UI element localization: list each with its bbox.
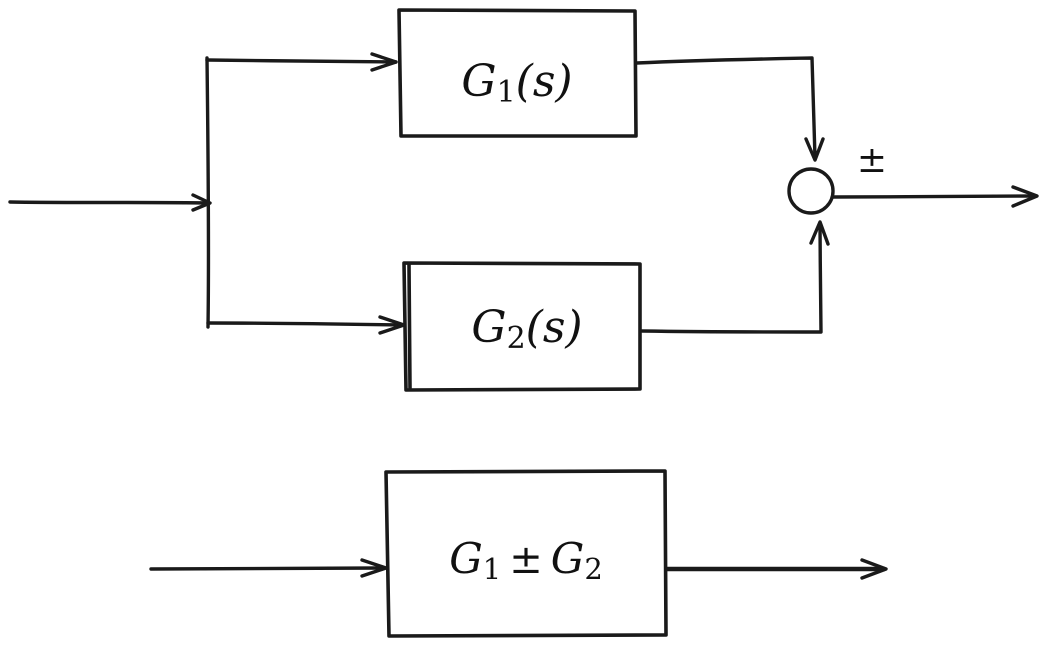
summing-top-arrowhead [804, 137, 825, 162]
output-arrowhead [1011, 185, 1039, 208]
g1-input-arrowhead [370, 52, 398, 72]
block-g1-label: G1(s) [461, 56, 572, 110]
summing-bottom-arrowhead [809, 220, 830, 246]
block-g1: G1(s) [397, 8, 638, 138]
branch-to-g2 [206, 321, 405, 327]
block-g2: G2(s) [402, 261, 642, 392]
block-g1-box [397, 8, 638, 138]
parallel-diagram: G1(s) G2(s) ± [8, 8, 1039, 392]
block-equivalent-label: G1±G2 [449, 534, 603, 586]
branch-to-g1 [205, 58, 398, 64]
g2-output-line [640, 222, 823, 334]
block-equivalent: G1±G2 [384, 469, 668, 638]
input-line [8, 200, 211, 205]
block-g2-label: G2(s) [471, 302, 582, 356]
g1-output-line [635, 56, 817, 160]
equivalent-output-arrowhead [860, 558, 888, 580]
summing-sign: ± [857, 140, 887, 181]
equivalent-diagram: G1±G2 [149, 469, 888, 638]
branch-split-line [205, 56, 211, 329]
block-equivalent-box [384, 469, 668, 638]
output-line [831, 194, 1038, 199]
block-g2-box [402, 261, 642, 392]
summing-junction [787, 167, 835, 215]
block-g2-box-edge [407, 263, 412, 390]
equivalent-input-line [149, 566, 386, 571]
